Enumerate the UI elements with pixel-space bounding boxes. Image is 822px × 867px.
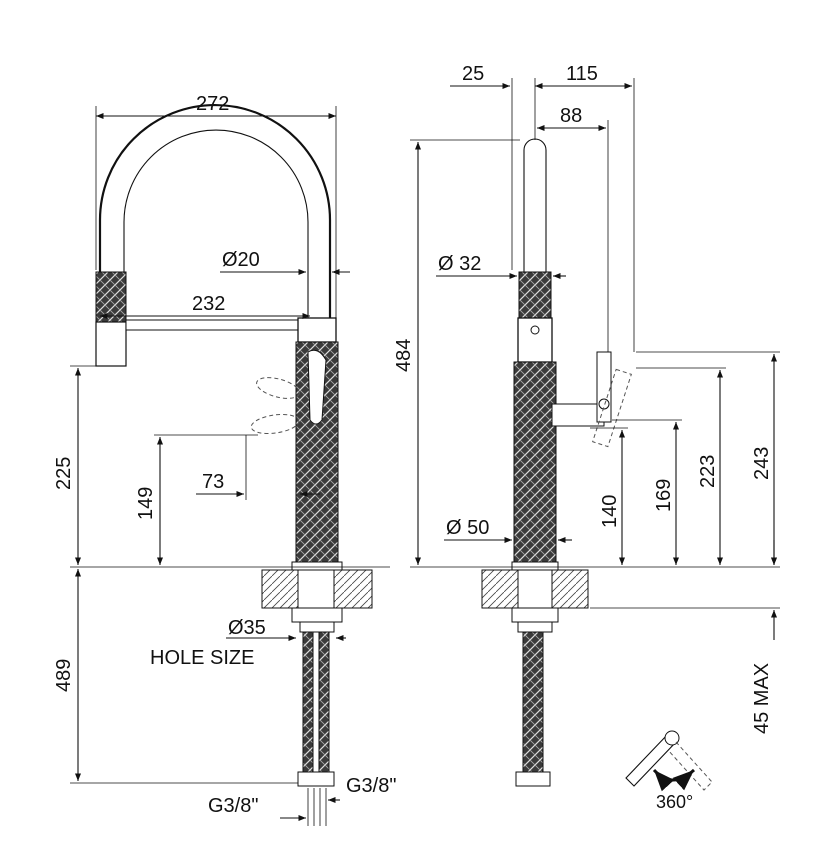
side-lever-ghost [592, 368, 632, 448]
side-lever-arm [551, 403, 605, 427]
dim-dia32-label: Ø 32 [438, 253, 481, 275]
dim-225-label: 225 [53, 457, 75, 490]
front-hose-fittings [297, 771, 335, 787]
hole-size-label: HOLE SIZE [150, 647, 254, 669]
dim-73-label: 73 [202, 471, 224, 493]
front-lever [307, 349, 327, 425]
dim-88-label: 88 [560, 105, 582, 127]
dim-223-label: 223 [697, 455, 719, 488]
side-nut [511, 607, 559, 623]
front-hose-right [318, 631, 330, 773]
side-grip [518, 271, 552, 319]
conn-right-label: G3/8" [346, 775, 396, 797]
side-deck-hole [517, 569, 553, 609]
side-spout-tube [523, 138, 547, 272]
dim-115-label: 115 [566, 63, 598, 85]
front-handshower-head [95, 321, 127, 367]
side-view: 25 115 88 484 Ø 32 Ø 50 140 169 223 [393, 63, 780, 812]
front-view: 272 Ø20 232 225 149 73 Ø35 HOLE SIZE 489 [53, 93, 396, 826]
side-body [513, 361, 557, 565]
side-base-ring [511, 561, 559, 571]
front-lever-ghost-1 [256, 377, 300, 399]
conn-left-label: G3/8" [208, 795, 258, 817]
dim-149-label: 149 [135, 487, 157, 520]
front-lever-ghost-2 [250, 413, 300, 435]
dim-dia50-label: Ø 50 [446, 517, 489, 539]
dim-dia35-label: Ø35 [228, 617, 266, 639]
dim-dia20-label: Ø20 [222, 249, 260, 271]
side-lever-handle [596, 351, 612, 423]
dim-272-label: 272 [196, 93, 229, 115]
front-deck-hole [297, 569, 335, 609]
side-hose-fitting [515, 771, 551, 787]
dim-140-label: 140 [599, 495, 621, 528]
front-nut [291, 607, 343, 623]
rotation-360-label: 360° [656, 792, 693, 812]
side-collar [517, 317, 553, 363]
side-hose [522, 631, 544, 773]
dim-243-label: 243 [751, 447, 773, 480]
dim-169-label: 169 [653, 479, 675, 512]
dim-25-label: 25 [462, 63, 484, 85]
front-base-ring [291, 561, 343, 571]
front-support-arm [125, 319, 307, 331]
dim-489-label: 489 [53, 659, 75, 692]
front-spout-arc-outer [98, 103, 332, 318]
front-handshower-grip [95, 271, 127, 323]
front-spout-arc-inner [123, 129, 309, 318]
front-nut-2 [299, 621, 335, 633]
dim-484-label: 484 [393, 339, 415, 372]
rotation-360-icon [625, 730, 713, 792]
side-collar-screw [530, 325, 540, 335]
dim-232-label: 232 [192, 293, 225, 315]
front-hose-left [302, 631, 314, 773]
front-top-collar [297, 317, 337, 343]
dim-45max-label: 45 MAX [751, 663, 773, 734]
